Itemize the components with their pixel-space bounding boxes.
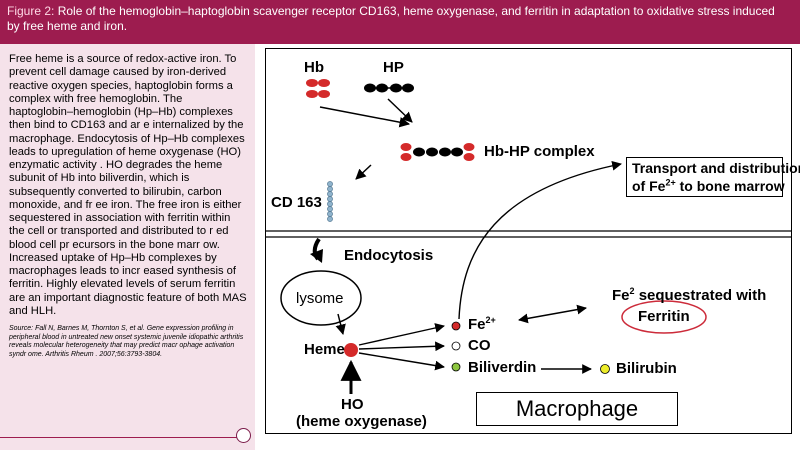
fe-dot bbox=[451, 321, 461, 331]
hb-label: Hb bbox=[304, 59, 324, 76]
figure-caption: Figure 2: Role of the hemoglobin–haptogl… bbox=[7, 4, 787, 34]
arrow-heme-to-biliverdin bbox=[358, 352, 445, 371]
arrow-fe-to-transport bbox=[458, 160, 622, 320]
complex-label: Hb-HP complex bbox=[484, 143, 595, 160]
lysome-label: lysome bbox=[296, 290, 344, 307]
co-label: CO bbox=[468, 337, 491, 354]
hp-label: HP bbox=[383, 59, 404, 76]
figure-header: Figure 2: Role of the hemoglobin–haptogl… bbox=[0, 0, 800, 44]
divider bbox=[0, 437, 240, 438]
transport-fe: of Fe bbox=[632, 178, 666, 194]
transport-line1: Transport and distribution bbox=[632, 160, 800, 176]
seq-text: sequestrated with bbox=[634, 287, 767, 304]
arrow-hb-to-complex bbox=[319, 106, 411, 128]
cd163-receptor-icon bbox=[327, 181, 333, 222]
biliverdin-dot bbox=[451, 362, 461, 372]
body-paragraph: Free heme is a source of redox-active ir… bbox=[9, 53, 247, 317]
hb-molecule-icon bbox=[306, 79, 330, 98]
lysome-ellipse bbox=[280, 270, 362, 326]
co-dot bbox=[451, 341, 461, 351]
diagram-graphics bbox=[266, 79, 791, 394]
hb-hp-complex-icon bbox=[400, 143, 475, 161]
figure-title: Role of the hemoglobin–haptoglobin scave… bbox=[7, 4, 775, 33]
source-citation: Source: Fall N, Barnes M, Thornton S, et… bbox=[9, 325, 244, 358]
transport-line2: of Fe2+ to bone marrow bbox=[632, 178, 785, 194]
endocytosis-label: Endocytosis bbox=[344, 247, 434, 264]
ho-name-label: (heme oxygenase) bbox=[296, 413, 427, 430]
arrow-heme-to-co bbox=[358, 341, 445, 352]
ferritin-label: Ferritin bbox=[638, 308, 690, 325]
ferritin-circle bbox=[621, 300, 707, 334]
text-panel bbox=[0, 44, 255, 450]
transport-fe-charge: 2+ bbox=[665, 177, 676, 188]
arrow-heme-to-fe bbox=[358, 323, 445, 346]
arrow-lysome-to-heme bbox=[335, 313, 346, 336]
bilirubin-dot bbox=[600, 364, 610, 374]
diagram-panel: Hb HP Hb-HP complex CD 163 Transport and… bbox=[265, 48, 800, 434]
transport-destination: to bone marrow bbox=[675, 178, 785, 194]
ring-icon bbox=[236, 428, 251, 443]
cd163-label: CD 163 bbox=[271, 194, 322, 211]
fe-text: Fe bbox=[468, 316, 486, 333]
endocytosis-arrowhead bbox=[310, 249, 323, 263]
arrow-hp-to-complex bbox=[387, 98, 413, 123]
fe-charge: 2+ bbox=[485, 315, 496, 325]
heme-dot bbox=[344, 343, 358, 357]
seq-charge: 2 bbox=[629, 286, 635, 296]
arrow-complex-to-cd163 bbox=[355, 164, 372, 180]
biliverdin-label: Biliverdin bbox=[468, 359, 537, 376]
fe-label: Fe2+ bbox=[468, 315, 496, 334]
macrophage-label: Macrophage bbox=[515, 396, 639, 421]
seq-fe: Fe bbox=[612, 287, 630, 304]
macrophage-box: Macrophage bbox=[476, 392, 678, 426]
hp-molecule-icon bbox=[364, 83, 414, 93]
transport-box: Transport and distribution of Fe2+ to bo… bbox=[626, 157, 800, 197]
arrow-fe-ferritin bbox=[518, 304, 587, 324]
heme-label: Heme bbox=[304, 341, 345, 358]
sequestrated-label: Fe2 sequestrated with bbox=[612, 286, 767, 305]
figure-label: Figure 2: bbox=[7, 4, 55, 18]
ho-label: HO bbox=[341, 396, 364, 413]
bilirubin-label: Bilirubin bbox=[616, 360, 677, 377]
